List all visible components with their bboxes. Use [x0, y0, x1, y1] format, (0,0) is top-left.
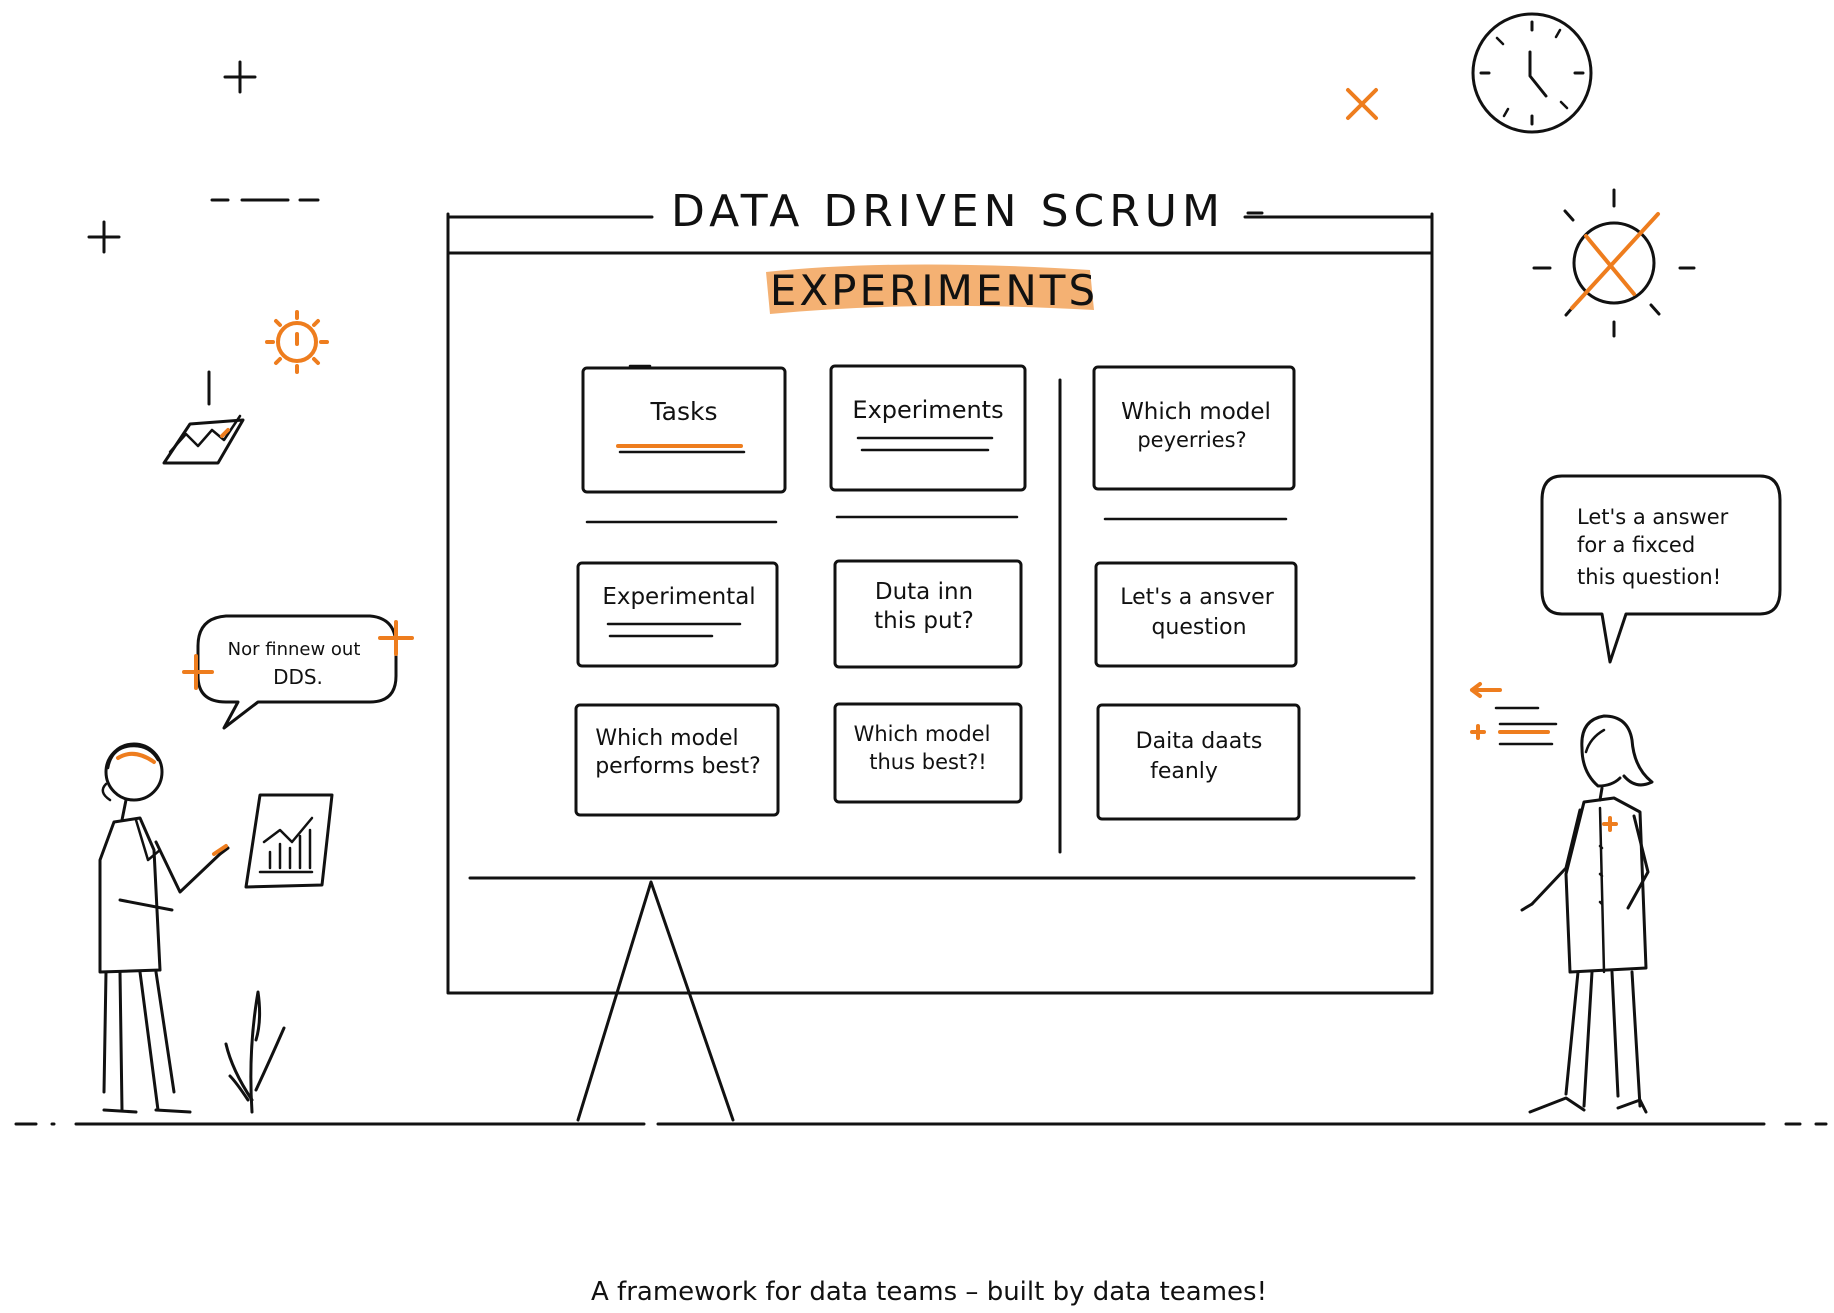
- section-heading: EXPERIMENTS: [770, 266, 1098, 315]
- bubble-text: Let's a answer: [1577, 505, 1729, 529]
- card-experiments: Experiments: [829, 364, 1027, 492]
- card-label: Which model: [1121, 399, 1271, 425]
- caption-text: A framework for data teams – built by da…: [591, 1277, 1267, 1307]
- presenter-person-right: [1520, 714, 1654, 1114]
- plus-icon: [87, 220, 121, 254]
- card-which-model-peyerries: Which model peyerries?: [1092, 365, 1296, 491]
- scrum-board: [446, 211, 1434, 1122]
- card-label: Which model: [595, 726, 738, 751]
- card-which-model-performs-best: Which model performs best?: [574, 703, 780, 817]
- bubble-text: for a fixced: [1577, 533, 1695, 557]
- card-label: Which model: [854, 722, 991, 746]
- card-label: Experimental: [602, 584, 755, 610]
- card-daita-daats: Daita daats feanly: [1096, 703, 1301, 821]
- card-label: peyerries?: [1137, 428, 1246, 452]
- card-label: performs best?: [595, 754, 761, 779]
- board-title: DATA DRIVEN SCRUM: [671, 186, 1225, 237]
- card-label: Tasks: [650, 397, 718, 426]
- crossed-sun-icon: [1532, 188, 1696, 338]
- card-lets-a-ansver: Let's a ansver question: [1094, 561, 1298, 668]
- right-speech-bubble: [1540, 474, 1782, 664]
- sun-icon: [265, 310, 329, 374]
- card-experimental: Experimental: [576, 561, 779, 668]
- card-label: Duta inn: [875, 579, 973, 605]
- tablet-chart-icon: [244, 793, 334, 889]
- motion-lines: [1470, 682, 1558, 746]
- bubble-text: DDS.: [273, 665, 323, 689]
- card-duta-inn: Duta inn this put?: [833, 559, 1023, 669]
- row-separators: [585, 515, 1288, 524]
- card-label: question: [1151, 615, 1246, 640]
- card-label: Experiments: [852, 396, 1003, 424]
- bubble-text: Nor finnew out: [228, 639, 361, 660]
- orange-cross-icon: [1346, 88, 1378, 120]
- left-speech-bubble: [182, 614, 414, 730]
- trend-chart-icon: [162, 370, 245, 465]
- card-label: this put?: [874, 608, 974, 634]
- card-which-model-thus-best: Which model thus best?!: [833, 702, 1023, 804]
- card-label: feanly: [1150, 759, 1218, 784]
- plus-icon: [223, 60, 257, 94]
- card-tasks: Tasks: [581, 364, 787, 494]
- plant-icon: [224, 990, 286, 1114]
- card-label: Let's a ansver: [1120, 585, 1274, 610]
- bubble-text: this question!: [1577, 565, 1721, 589]
- clock-icon: [1471, 12, 1593, 134]
- card-label: Daita daats: [1136, 729, 1263, 754]
- card-label: thus best?!: [869, 750, 986, 774]
- presenter-person-left: [98, 742, 230, 1114]
- experiments-highlight: [766, 264, 1094, 314]
